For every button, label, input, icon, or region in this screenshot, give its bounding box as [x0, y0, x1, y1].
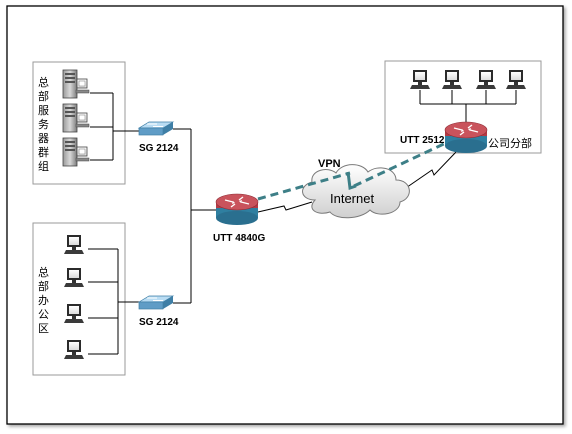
server-cluster-label: 总部服务器群组	[38, 75, 49, 173]
desktop-pc-icon	[476, 70, 496, 89]
desktop-pc-icon	[64, 304, 84, 323]
outer-frame	[6, 5, 564, 425]
office-area-label: 总部办公区	[38, 265, 49, 335]
server-cluster-text: 总部服务器群组	[38, 75, 49, 173]
wan-link-main	[257, 201, 313, 213]
wan-link-branch	[399, 151, 457, 193]
desktop-pc-icon	[506, 70, 526, 89]
desktop-pc-icon	[64, 235, 84, 254]
vpn-tunnel	[257, 140, 449, 201]
internet-label: Internet	[330, 191, 374, 206]
branch-office-label: 公司分部	[488, 136, 532, 150]
branch-group-box	[384, 60, 542, 154]
branch-wiring	[419, 90, 517, 124]
vpn-label: VPN	[318, 158, 341, 170]
desktop-pc-icon	[442, 70, 462, 89]
office-area-text: 总部办公区	[38, 265, 49, 335]
internet-cloud	[302, 164, 410, 219]
desktop-pc-icon	[410, 70, 430, 89]
router-icon	[444, 121, 488, 154]
office-wiring	[88, 248, 139, 355]
desktop-pc-icon	[64, 268, 84, 287]
branch-router-label: UTT 2512	[400, 135, 445, 146]
office-group-box	[32, 222, 126, 376]
uplink-wiring	[173, 128, 216, 304]
switch-top-label: SG 2124	[139, 143, 179, 154]
server-wiring	[90, 92, 139, 161]
vpn-tunnel-bend	[346, 171, 357, 191]
desktop-pc-icon	[64, 340, 84, 359]
server-group-box	[32, 61, 126, 185]
main-router-label: UTT 4840G	[213, 233, 265, 244]
router-icon	[215, 193, 259, 226]
switch-bottom-label: SG 2124	[139, 317, 179, 328]
